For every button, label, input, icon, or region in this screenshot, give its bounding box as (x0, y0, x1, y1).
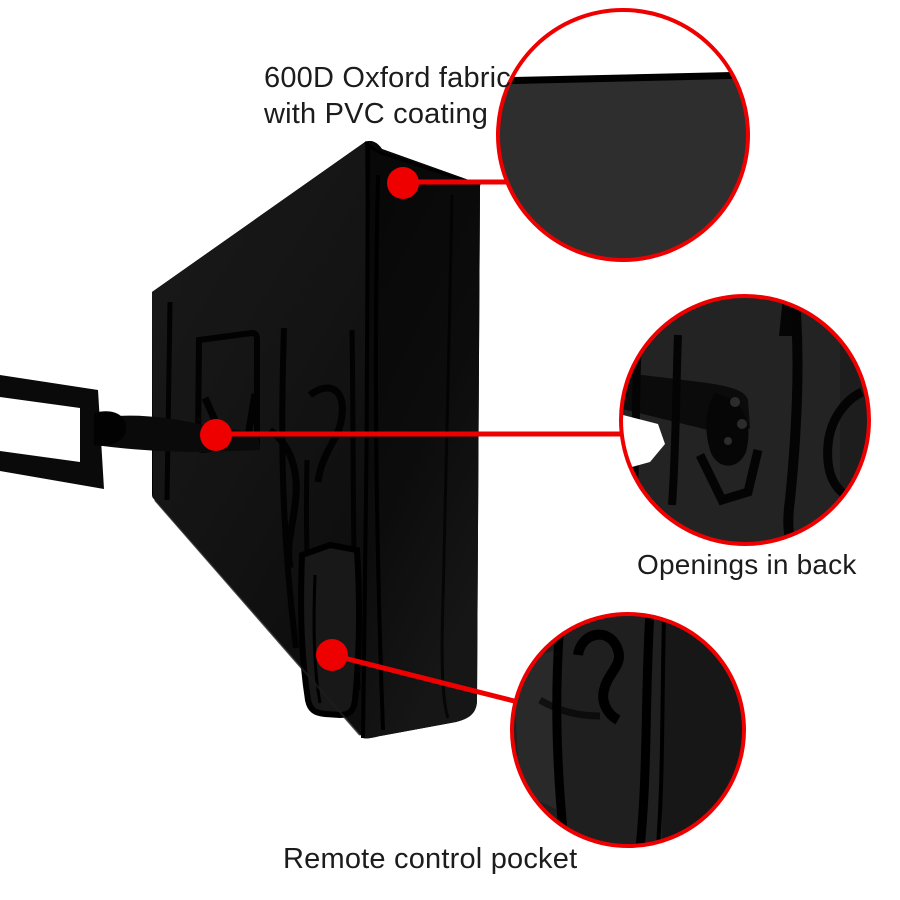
fabric-label-line1: 600D Oxford fabric (264, 62, 511, 94)
cover-bottom-edge-binding (154, 499, 361, 736)
pocket-callout-line (331, 652, 519, 705)
remote-pocket-inner-seam (312, 574, 322, 704)
fabric-label-line2: with PVC coating (264, 98, 489, 130)
mount-strap-fold (94, 411, 126, 446)
magnified-top-band (779, 297, 793, 336)
magnified-opening-gap (621, 414, 665, 470)
pocket-callout-dot (316, 639, 348, 671)
side-panel-seams (373, 174, 454, 731)
fabric-callout-dot (387, 167, 419, 199)
magnifier-openings (619, 294, 871, 546)
magnifier-openings-ring (619, 294, 871, 546)
magnifier-pocket-ring (510, 612, 746, 848)
mount-arm-frame (0, 375, 104, 489)
magnifier-pocket (510, 612, 746, 848)
fabric-label: 600D Oxford fabric with PVC coating (264, 60, 511, 132)
magnifier-fabric-ring (496, 8, 750, 262)
magnified-fabric-top-edge (498, 71, 748, 85)
cover-fold-edge (361, 145, 370, 739)
callout-dots (200, 167, 419, 671)
openings-callout-dot (200, 419, 232, 451)
openings-label: Openings in back (637, 549, 857, 580)
cover-top-fold (364, 140, 481, 188)
callout-lines (216, 179, 625, 705)
tv-cover (152, 140, 481, 739)
magnifier-fabric (496, 8, 750, 262)
magnified-bracket (706, 393, 749, 466)
remote-pocket-outline (298, 541, 363, 719)
magnified-fabric-surface (498, 77, 748, 260)
magnified-left-sheen (512, 650, 562, 812)
pocket-label: Remote control pocket (283, 843, 578, 875)
